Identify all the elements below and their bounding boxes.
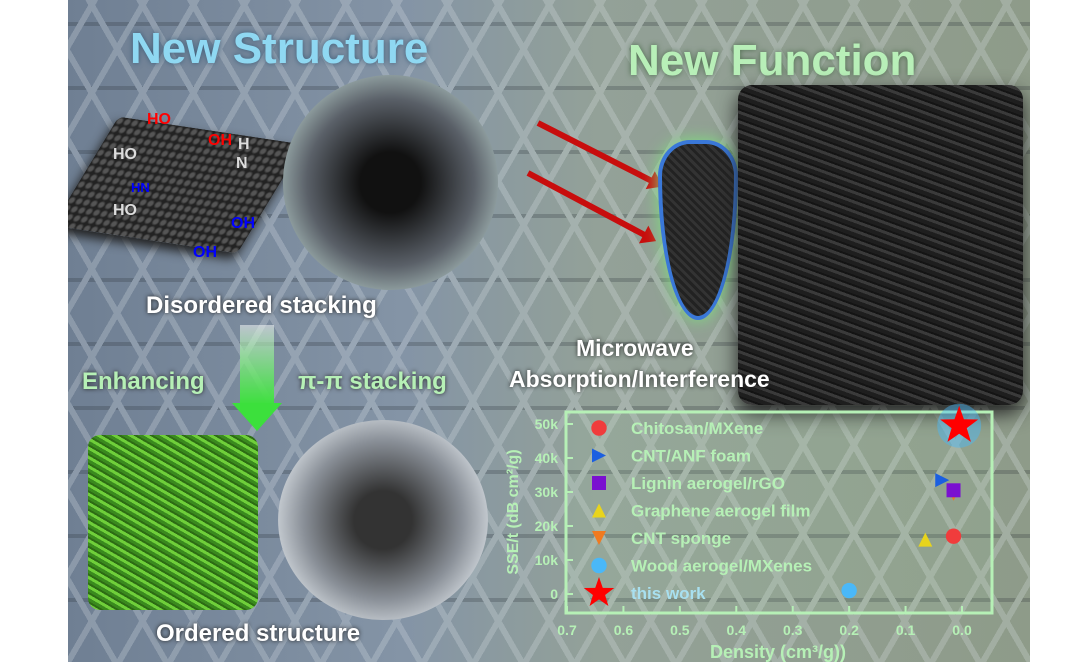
ordered-green-cube-image (88, 435, 258, 610)
disordered-structure-image (283, 75, 498, 290)
disordered-stacking-label: Disordered stacking (146, 292, 377, 319)
x-tick-label: 0.0 (952, 622, 972, 638)
legend-marker (591, 420, 607, 436)
molecule-label: OH (231, 215, 255, 232)
legend-label: CNT sponge (631, 529, 731, 548)
legend-marker (583, 577, 615, 606)
x-axis-label: Density (cm³/g)) (710, 642, 846, 662)
legend-label: CNT/ANF foam (631, 447, 751, 466)
y-tick-label: 30k (535, 484, 559, 500)
title-new-structure: New Structure (130, 24, 429, 73)
y-tick-label: 0 (550, 586, 558, 602)
microwave-label-line2: Absorption/Interference (509, 366, 770, 392)
enhancement-arrowhead (232, 403, 282, 431)
microwave-label-line1: Microwave (576, 335, 694, 361)
y-tick-label: 10k (535, 552, 559, 568)
x-tick-label: 0.7 (557, 622, 577, 638)
enhancing-label: Enhancing (82, 368, 205, 395)
legend-marker (592, 476, 606, 490)
data-point-graphene-aerogel-film (918, 532, 933, 547)
x-tick-label: 0.1 (896, 622, 916, 638)
y-axis-label: SSE/t (dB cm²/g) (505, 449, 522, 574)
legend-label: Wood aerogel/MXenes (631, 557, 812, 576)
x-tick-label: 0.3 (783, 622, 803, 638)
molecule-label: OH (208, 132, 232, 149)
y-tick-label: 40k (535, 450, 559, 466)
title-new-function: New Function (628, 36, 917, 85)
legend-label: this work (631, 584, 706, 603)
molecule-label: HO (113, 146, 137, 163)
legend-marker (591, 557, 607, 574)
aerogel-cube-image (738, 85, 1023, 405)
y-tick-label: 50k (535, 416, 559, 432)
legend-marker (592, 448, 606, 463)
legend-label: Graphene aerogel film (631, 502, 811, 521)
data-point-cnt-anf-foam (935, 473, 950, 488)
molecule-label: N (236, 155, 248, 172)
molecule-label: HN (131, 180, 150, 195)
data-point-wood-aerogel-mxenes (841, 582, 857, 599)
y-tick-label: 20k (535, 518, 559, 534)
graphical-abstract: New Structure New Function HO OH HO H N … (68, 0, 1030, 662)
molecule-label: HO (147, 111, 171, 128)
data-point-lignin-aerogel-rgo (946, 483, 961, 498)
molecule-label: OH (193, 244, 217, 261)
ordered-structure-label: Ordered structure (156, 620, 361, 647)
enhancement-arrow (240, 325, 274, 405)
molecule-label: HO (113, 202, 137, 219)
data-point-this-work (940, 405, 979, 442)
x-tick-label: 0.6 (614, 622, 634, 638)
legend-label: Chitosan/MXene (631, 419, 763, 438)
x-tick-label: 0.5 (670, 622, 690, 638)
plot-frame (564, 410, 994, 615)
molecule-label: H (238, 136, 250, 153)
data-point-chitosan-mxene (945, 528, 962, 544)
legend-marker (592, 531, 606, 545)
x-tick-label: 0.4 (727, 622, 747, 638)
legend-label: Lignin aerogel/rGO (631, 474, 785, 493)
legend-marker (592, 503, 606, 518)
x-tick-label: 0.2 (839, 622, 859, 638)
pi-stacking-label: π-π stacking (298, 368, 447, 395)
ordered-structure-image (278, 420, 488, 620)
